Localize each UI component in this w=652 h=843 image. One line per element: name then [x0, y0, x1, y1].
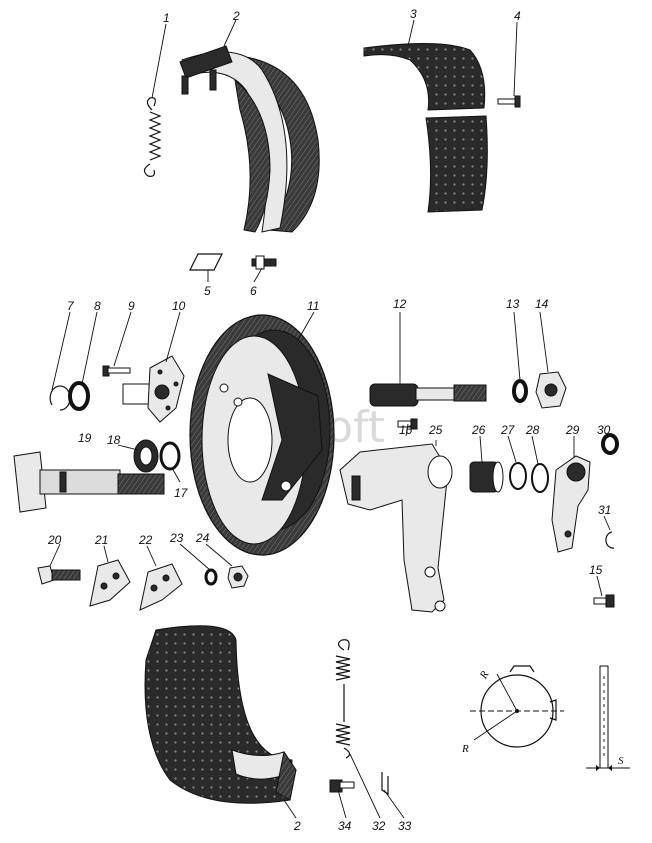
part-9-bolt	[102, 365, 131, 377]
part-26-bushing	[469, 461, 504, 493]
label-8: 8	[94, 299, 101, 313]
part-18-bearing	[133, 439, 159, 473]
part-27-ring	[509, 462, 527, 490]
label-18: 18	[107, 433, 121, 447]
plate-thickness-detail	[586, 665, 630, 771]
part-34-grease-fitting	[329, 779, 355, 793]
label-2-bottom: 2	[293, 819, 301, 833]
leader-lines	[49, 19, 611, 819]
label-24: 24	[195, 531, 210, 545]
part-32-spring	[335, 639, 351, 759]
part-1-return-spring	[143, 97, 162, 177]
label-3: 3	[410, 7, 417, 21]
part-11-brake-plate	[189, 314, 335, 556]
label-1: 1	[163, 11, 170, 25]
label-5: 5	[204, 284, 211, 298]
part-23-washer	[204, 568, 218, 586]
label-34: 34	[338, 819, 352, 833]
part-3-brake-lining	[363, 42, 488, 213]
label-33: 33	[398, 819, 412, 833]
part-4-rivet	[497, 95, 521, 108]
part-2-brake-shoe-bottom	[144, 625, 297, 804]
part-14-nut	[535, 371, 567, 409]
label-23: 23	[169, 531, 184, 545]
part-16-bolt	[397, 418, 418, 430]
part-21-anchor	[89, 559, 131, 607]
label-21: 21	[94, 533, 108, 547]
label-4: 4	[514, 9, 521, 23]
part-15-bolt	[593, 594, 615, 608]
label-14: 14	[535, 297, 549, 311]
part-28-ring	[531, 463, 549, 493]
label-28: 28	[525, 423, 540, 437]
part-20-bolt	[37, 565, 81, 585]
part-7-snap-ring	[49, 385, 71, 411]
label-2-top: 2	[232, 9, 240, 23]
label-15: 15	[589, 563, 603, 577]
label-10: 10	[172, 299, 186, 313]
part-13-washer	[512, 379, 528, 403]
cam-profile-detail	[470, 665, 564, 748]
part-22-anchor	[139, 563, 183, 611]
part-6-grease-fitting	[251, 255, 277, 270]
part-29-slack-adjuster	[551, 455, 591, 553]
dim-r-small: R	[477, 669, 491, 682]
label-31: 31	[598, 503, 611, 517]
label-12: 12	[393, 297, 407, 311]
part-31-snap-ring	[605, 531, 615, 549]
label-11: 11	[307, 299, 319, 313]
part-12-camshaft	[369, 383, 487, 407]
label-17: 17	[174, 486, 189, 500]
label-9: 9	[128, 299, 135, 313]
part-10-cam-bracket	[122, 355, 185, 423]
label-22: 22	[138, 533, 153, 547]
dim-r-large: R	[461, 743, 469, 755]
part-24-nut	[227, 565, 249, 589]
label-7: 7	[67, 299, 75, 313]
label-30: 30	[597, 423, 611, 437]
part-5-clip	[189, 253, 223, 271]
part-8-washer	[68, 381, 90, 411]
label-13: 13	[506, 297, 520, 311]
dim-s: S	[618, 755, 624, 767]
label-29: 29	[565, 423, 580, 437]
part-25-bracket	[339, 443, 453, 613]
part-30-washer	[601, 433, 619, 455]
label-20: 20	[47, 533, 62, 547]
part-2-brake-shoe-top	[179, 45, 320, 233]
label-6: 6	[250, 284, 257, 298]
label-25: 25	[428, 423, 443, 437]
label-19: 19	[78, 431, 92, 445]
part-labels: 1 2 3 4 5 6 7 8 9 10 11 12 13 14 16 25 2…	[47, 7, 611, 833]
label-32: 32	[372, 819, 386, 833]
label-26: 26	[471, 423, 486, 437]
label-16: 16	[399, 423, 413, 437]
label-27: 27	[500, 423, 516, 437]
part-17-ring	[159, 441, 181, 471]
part-19-cam-shaft	[13, 451, 165, 513]
